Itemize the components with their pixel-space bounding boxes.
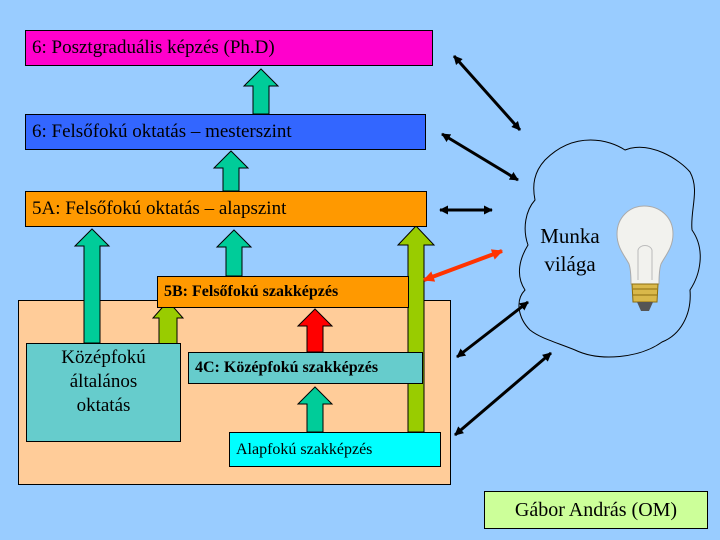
arrow-basic-to-bachelor xyxy=(398,226,434,432)
general-secondary-line-2: általános xyxy=(27,370,180,394)
general-secondary-box: Középfokú általános oktatás xyxy=(26,343,181,442)
master-level-label: 6: Felsőfokú oktatás – mesterszint xyxy=(32,121,292,143)
basic-vocational-box: Alapfokú szakképzés xyxy=(229,432,441,467)
link-master-labour-market xyxy=(442,134,518,180)
arrow-bachelor-to-master xyxy=(214,151,248,191)
vocational-higher-box: 5B: Felsőfokú szakképzés xyxy=(157,276,409,308)
labour-market-label: Munka világa xyxy=(530,222,610,278)
bachelor-level-box: 5A: Felsőfokú oktatás – alapszint xyxy=(25,191,427,227)
link-vocational-b-labour-market xyxy=(424,251,502,280)
general-secondary-line-1: Középfokú xyxy=(27,346,180,370)
vocational-secondary-box: 4C: Középfokú szakképzés xyxy=(188,352,423,384)
vocational-secondary-label: 4C: Középfokú szakképzés xyxy=(195,359,378,377)
link-phd-labour-market xyxy=(454,56,520,130)
arrow-vocational-c-to-b xyxy=(298,309,332,352)
arrow-basic-to-vocational-c xyxy=(298,387,332,432)
labour-market-line-2: világa xyxy=(530,250,610,278)
basic-vocational-label: Alapfokú szakképzés xyxy=(236,441,372,459)
general-secondary-line-3: oktatás xyxy=(27,394,180,418)
phd-level-box: 6: Posztgraduális képzés (Ph.D) xyxy=(25,30,433,66)
link-basic-labour-market xyxy=(455,353,551,435)
bachelor-level-label: 5A: Felsőfokú oktatás – alapszint xyxy=(32,198,286,220)
author-credit-label: Gábor András (OM) xyxy=(515,499,677,522)
master-level-box: 6: Felsőfokú oktatás – mesterszint xyxy=(25,114,426,150)
author-credit-box: Gábor András (OM) xyxy=(484,491,708,529)
vocational-higher-label: 5B: Felsőfokú szakképzés xyxy=(164,283,338,301)
labour-market-line-1: Munka xyxy=(530,222,610,250)
arrow-vocational-b-to-bachelor xyxy=(217,230,251,276)
link-vocational-c-labour-market xyxy=(457,302,528,357)
arrow-general-to-bachelor xyxy=(75,229,109,343)
phd-level-label: 6: Posztgraduális képzés (Ph.D) xyxy=(32,37,275,59)
arrow-master-to-phd xyxy=(244,69,278,114)
